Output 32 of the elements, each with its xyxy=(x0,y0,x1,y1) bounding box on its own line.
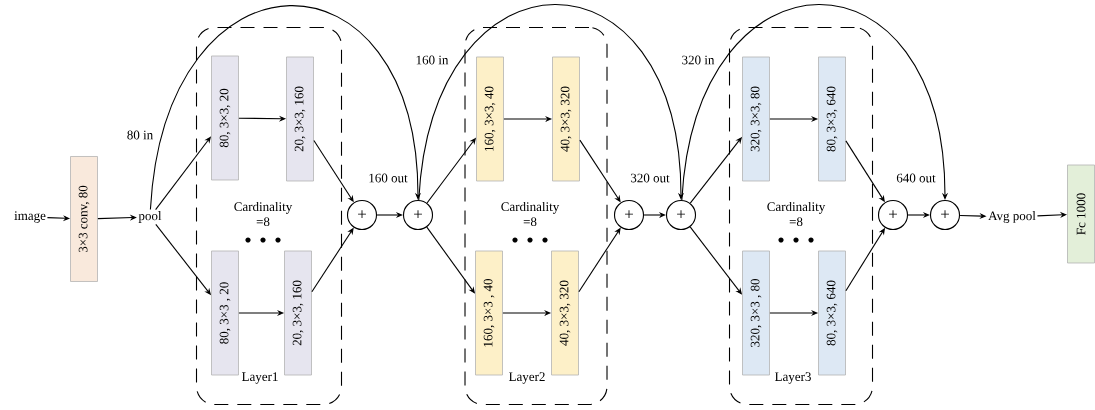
layer-box: 320, 3×3 , 80 xyxy=(742,250,770,376)
layer-box: 20, 3×3, 160 xyxy=(286,56,314,182)
flow-text: Avg pool xyxy=(988,211,1036,223)
layer-box: 80, 3×3, 640 xyxy=(818,250,846,376)
layer-box: 80, 3×3, 640 xyxy=(818,56,846,182)
layer-box: Fc 1000 xyxy=(1067,164,1095,264)
layer-box: 20, 3×3, 160 xyxy=(284,250,312,376)
layer-box: 320, 3×3, 80 xyxy=(742,56,770,182)
layer-label: Layer2 xyxy=(509,372,545,384)
output-label: 160 out xyxy=(369,173,408,183)
layer-box: 40, 3×3, 320 xyxy=(552,56,580,182)
arrow xyxy=(149,5,422,211)
layer-box: 160, 3×3, 40 xyxy=(476,56,504,182)
output-label: 320 out xyxy=(630,173,670,183)
flow-text: pool xyxy=(138,211,162,223)
layer-box: 80, 3×3, 20 xyxy=(211,55,239,181)
output-label: 640 out xyxy=(896,173,936,183)
cardinality-label: Cardinality =8 xyxy=(767,201,826,227)
layer-box: 160, 3×3 , 40 xyxy=(475,250,503,376)
layer-box: 40, 3×3, 320 xyxy=(551,250,579,376)
edge-label: 320 in xyxy=(680,54,716,66)
arrow xyxy=(418,3,685,201)
edge-label: 160 in xyxy=(414,54,450,66)
cardinality-label: Cardinality =8 xyxy=(501,201,560,227)
layer-label: Layer1 xyxy=(241,372,278,384)
layer-box: 80, 3×3 , 20 xyxy=(211,250,239,376)
arrow xyxy=(681,3,949,201)
layer-box: 3×3 conv, 80 xyxy=(70,156,98,282)
layer-label: Layer3 xyxy=(775,372,811,384)
flow-text: image xyxy=(14,211,46,223)
edge-label: 80 in xyxy=(125,129,155,141)
cardinality-label: Cardinality =8 xyxy=(234,201,293,227)
